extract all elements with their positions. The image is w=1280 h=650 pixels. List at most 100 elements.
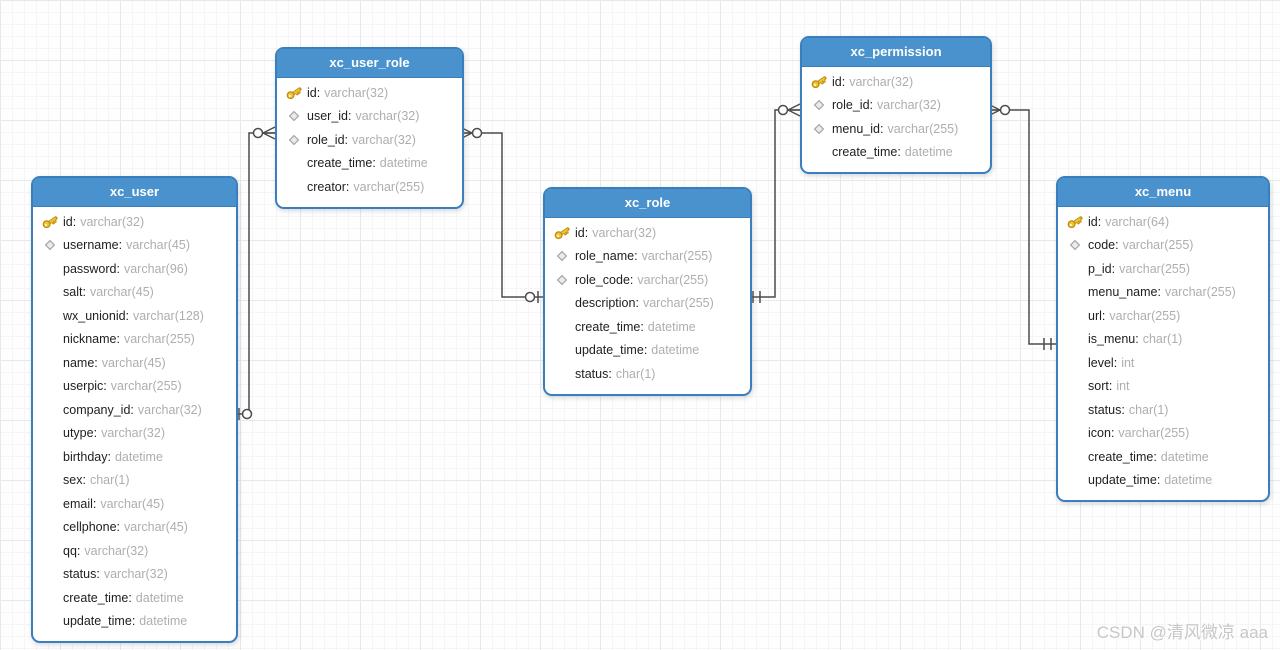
field-xc_role-status[interactable]: status char(1): [553, 362, 744, 386]
no-icon: [553, 319, 570, 335]
field-type: varchar(255): [1109, 308, 1181, 323]
no-icon: [41, 308, 58, 324]
field-xc_menu-is_menu[interactable]: is_menu char(1): [1066, 328, 1262, 352]
relationship-xc_user_role-xc_role[interactable]: [459, 126, 543, 303]
field-xc_permission-id[interactable]: id varchar(32): [810, 70, 984, 94]
field-type: varchar(32): [84, 543, 149, 558]
relationship-xc_permission-xc_menu[interactable]: [987, 103, 1056, 350]
field-xc_role-update_time[interactable]: update_time datetime: [553, 339, 744, 363]
field-name: create_time: [832, 145, 901, 159]
no-icon: [553, 366, 570, 382]
field-type: varchar(255): [1164, 285, 1236, 300]
field-xc_user-password[interactable]: password varchar(96): [41, 257, 230, 281]
table-xc_role[interactable]: xc_role id varchar(32) role_name varchar…: [543, 187, 752, 396]
field-xc_menu-p_id[interactable]: p_id varchar(255): [1066, 257, 1262, 281]
field-xc_role-role_name[interactable]: role_name varchar(255): [553, 245, 744, 269]
field-type: varchar(32): [352, 132, 416, 147]
field-xc_user-qq[interactable]: qq varchar(32): [41, 539, 230, 563]
field-xc_menu-code[interactable]: code varchar(255): [1066, 234, 1262, 258]
field-type: varchar(45): [126, 238, 190, 253]
field-type: datetime: [139, 614, 188, 629]
field-xc_user-sex[interactable]: sex char(1): [41, 469, 230, 493]
field-xc_user_role-creator[interactable]: creator varchar(255): [285, 175, 456, 199]
field-xc_user-birthday[interactable]: birthday datetime: [41, 445, 230, 469]
field-xc_role-role_code[interactable]: role_code varchar(255): [553, 268, 744, 292]
field-type: varchar(255): [1122, 238, 1194, 253]
relationship-xc_role-xc_permission[interactable]: [748, 103, 801, 303]
field-xc_user-email[interactable]: email varchar(45): [41, 492, 230, 516]
field-xc_menu-menu_name[interactable]: menu_name varchar(255): [1066, 281, 1262, 305]
field-xc_menu-update_time[interactable]: update_time datetime: [1066, 469, 1262, 493]
field-type: varchar(128): [133, 308, 204, 323]
field-xc_menu-icon[interactable]: icon varchar(255): [1066, 422, 1262, 446]
field-name: username: [63, 238, 122, 252]
field-xc_permission-menu_id[interactable]: menu_id varchar(255): [810, 117, 984, 141]
field-name: level: [1088, 356, 1117, 370]
field-xc_user-name[interactable]: name varchar(45): [41, 351, 230, 375]
no-icon: [41, 425, 58, 441]
field-name: role_id: [832, 98, 873, 112]
field-type: datetime: [1164, 473, 1213, 488]
field-xc_user-salt[interactable]: salt varchar(45): [41, 281, 230, 305]
field-xc_user-company_id[interactable]: company_id varchar(32): [41, 398, 230, 422]
field-xc_user-wx_unionid[interactable]: wx_unionid varchar(128): [41, 304, 230, 328]
field-xc_user_role-user_id[interactable]: user_id varchar(32): [285, 105, 456, 129]
field-name: sort: [1088, 379, 1112, 393]
table-header[interactable]: xc_menu: [1058, 178, 1268, 207]
field-type: varchar(96): [123, 261, 188, 276]
watermark: CSDN @清风微凉 aaa: [1096, 623, 1268, 642]
field-type: datetime: [647, 319, 696, 334]
field-xc_role-description[interactable]: description varchar(255): [553, 292, 744, 316]
field-xc_menu-level[interactable]: level int: [1066, 351, 1262, 375]
field-xc_user_role-create_time[interactable]: create_time datetime: [285, 152, 456, 176]
no-icon: [41, 261, 58, 277]
field-xc_user-userpic[interactable]: userpic varchar(255): [41, 375, 230, 399]
field-xc_user-update_time[interactable]: update_time datetime: [41, 610, 230, 634]
field-xc_role-create_time[interactable]: create_time datetime: [553, 315, 744, 339]
table-xc_user_role[interactable]: xc_user_role id varchar(32) user_id varc…: [275, 47, 464, 209]
table-xc_user[interactable]: xc_user id varchar(32) username varchar(…: [31, 176, 238, 643]
field-name: name: [63, 356, 98, 370]
field-type: datetime: [651, 343, 700, 358]
field-xc_permission-create_time[interactable]: create_time datetime: [810, 141, 984, 165]
field-xc_user_role-id[interactable]: id varchar(32): [285, 81, 456, 105]
field-xc_menu-status[interactable]: status char(1): [1066, 398, 1262, 422]
table-header[interactable]: xc_role: [545, 189, 750, 218]
index-diamond-icon: [553, 272, 570, 288]
field-name: userpic: [63, 379, 107, 393]
table-xc_menu[interactable]: xc_menu id varchar(64) code varchar(255)…: [1056, 176, 1270, 502]
field-xc_user-status[interactable]: status varchar(32): [41, 563, 230, 587]
field-xc_menu-id[interactable]: id varchar(64): [1066, 210, 1262, 234]
index-diamond-icon: [41, 237, 58, 253]
field-xc_permission-role_id[interactable]: role_id varchar(32): [810, 94, 984, 118]
field-name: user_id: [307, 109, 351, 123]
table-header[interactable]: xc_permission: [802, 38, 990, 67]
table-header[interactable]: xc_user: [33, 178, 236, 207]
field-xc_user-create_time[interactable]: create_time datetime: [41, 586, 230, 610]
field-type: varchar(255): [123, 332, 195, 347]
field-xc_role-id[interactable]: id varchar(32): [553, 221, 744, 245]
field-type: datetime: [379, 156, 428, 171]
no-icon: [41, 496, 58, 512]
table-header[interactable]: xc_user_role: [277, 49, 462, 78]
field-xc_user-id[interactable]: id varchar(32): [41, 210, 230, 234]
field-name: description: [575, 296, 639, 310]
field-name: is_menu: [1088, 332, 1139, 346]
field-name: role_code: [575, 273, 633, 287]
no-icon: [810, 144, 827, 160]
field-xc_menu-sort[interactable]: sort int: [1066, 375, 1262, 399]
index-diamond-icon: [285, 132, 302, 148]
table-xc_permission[interactable]: xc_permission id varchar(32) role_id var…: [800, 36, 992, 174]
table-title: xc_role: [624, 195, 671, 210]
field-xc_user-nickname[interactable]: nickname varchar(255): [41, 328, 230, 352]
field-name: url: [1088, 309, 1105, 323]
field-xc_user_role-role_id[interactable]: role_id varchar(32): [285, 128, 456, 152]
field-xc_user-cellphone[interactable]: cellphone varchar(45): [41, 516, 230, 540]
field-name: update_time: [575, 343, 647, 357]
index-diamond-icon: [810, 97, 827, 113]
relationship-xc_user-xc_user_role[interactable]: [234, 126, 276, 420]
field-xc_menu-create_time[interactable]: create_time datetime: [1066, 445, 1262, 469]
field-xc_menu-url[interactable]: url varchar(255): [1066, 304, 1262, 328]
field-xc_user-utype[interactable]: utype varchar(32): [41, 422, 230, 446]
field-xc_user-username[interactable]: username varchar(45): [41, 234, 230, 258]
